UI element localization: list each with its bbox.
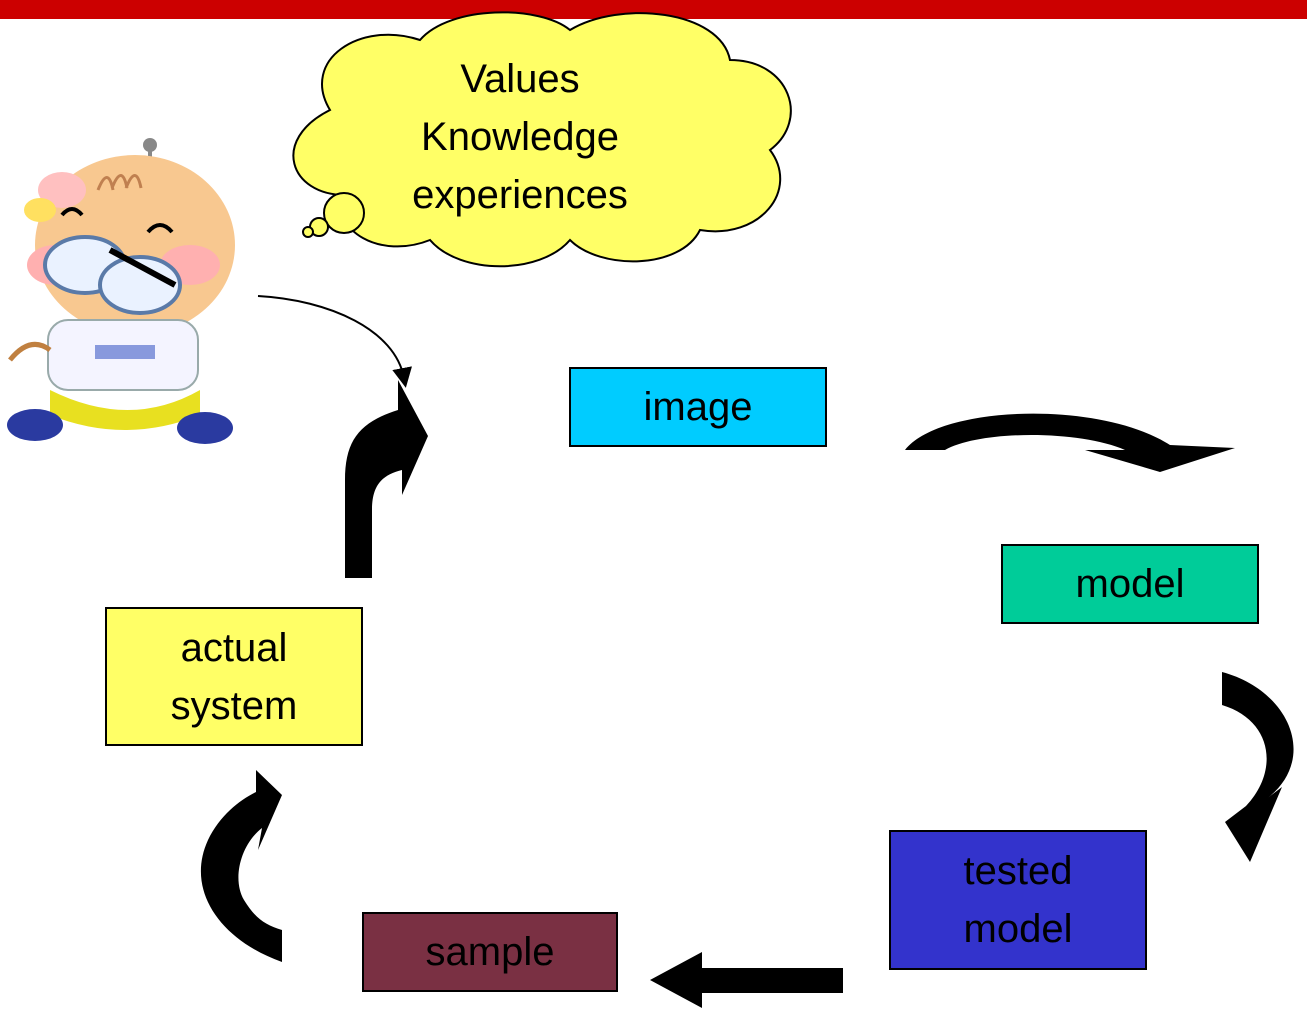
tested-model-label-line1: tested bbox=[963, 849, 1073, 893]
actual-system-box: actual system bbox=[105, 607, 363, 746]
image-label: image bbox=[643, 385, 753, 429]
sample-box: sample bbox=[362, 912, 618, 992]
tested-model-box: tested model bbox=[889, 830, 1147, 970]
actual-system-label-line1: actual bbox=[180, 625, 288, 670]
thought-line-knowledge: Knowledge bbox=[421, 115, 619, 159]
thought-line-experiences: experiences bbox=[412, 173, 628, 217]
cartoon-baby-with-glasses-icon bbox=[7, 138, 235, 444]
tested-model-label-line2: model bbox=[963, 907, 1073, 951]
thought-cloud bbox=[292, 11, 792, 268]
thought-line-values: Values bbox=[460, 57, 580, 101]
header-bar bbox=[0, 0, 1307, 19]
thought-cloud-text: Values Knowledge experiences bbox=[330, 50, 710, 224]
arrow-sample-to-actual bbox=[200, 770, 282, 962]
person-to-cycle-arrow bbox=[257, 295, 412, 388]
image-box: image bbox=[569, 367, 827, 447]
model-box: model bbox=[1001, 544, 1259, 624]
model-label: model bbox=[1075, 562, 1185, 606]
arrow-actual-to-image bbox=[345, 380, 428, 578]
arrow-tested-to-sample bbox=[650, 952, 843, 1008]
actual-system-label-line2: system bbox=[170, 683, 298, 728]
sample-label: sample bbox=[425, 930, 555, 974]
arrow-image-to-model bbox=[905, 413, 1235, 472]
arrow-model-to-tested bbox=[1222, 672, 1294, 862]
